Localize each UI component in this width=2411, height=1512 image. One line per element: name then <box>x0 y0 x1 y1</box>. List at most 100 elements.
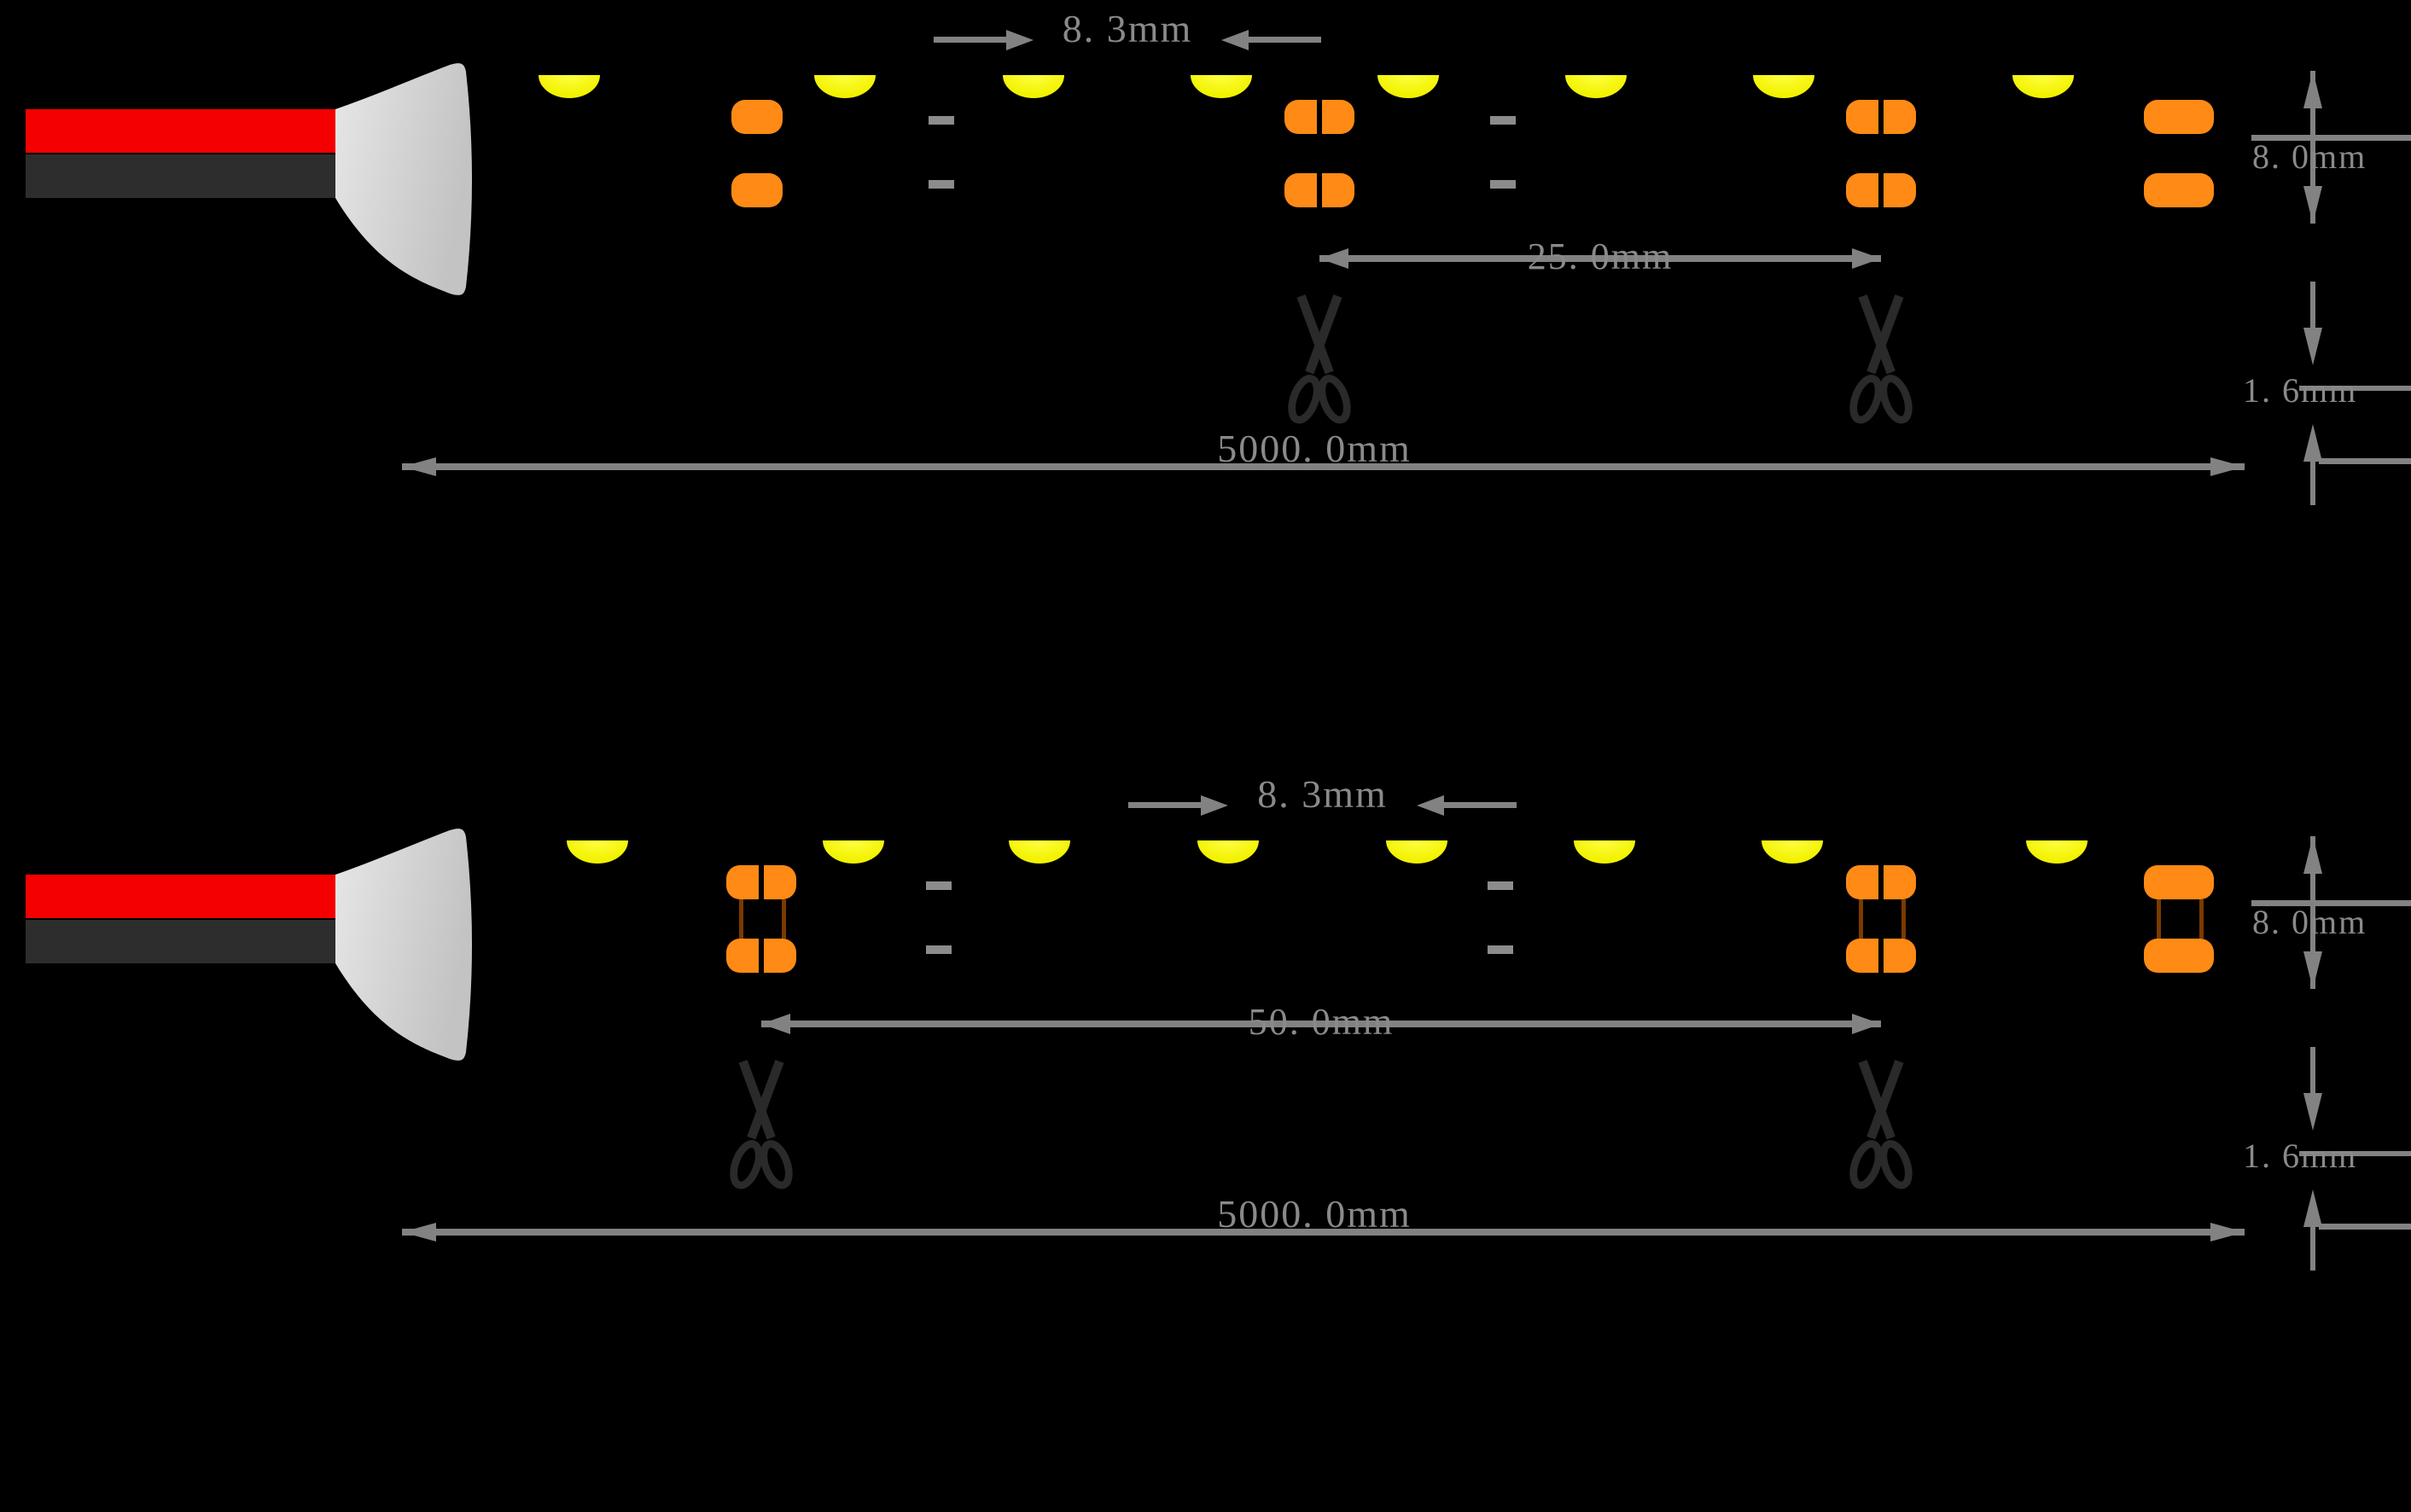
cut-unit-label: 50. 0mm <box>1248 1001 1395 1043</box>
arrowhead-down-icon <box>2303 186 2322 224</box>
arrowhead-up-icon <box>2303 424 2322 462</box>
led-chip <box>1574 840 1635 864</box>
wire-end-connector <box>335 825 479 1064</box>
led-chip <box>1386 840 1447 864</box>
led-strip-cut-25mm: 8. 3mm 25. 0mm 5000. 0mm 8. 0mm 1. 6mm <box>0 0 2411 747</box>
pad-link-trace <box>782 899 786 939</box>
resistor-mark <box>926 945 952 954</box>
led-chip <box>814 75 876 98</box>
resistor-mark <box>1490 180 1516 189</box>
power-wire-red <box>26 875 337 918</box>
arrowhead-left-icon <box>1221 29 1249 50</box>
pad-link-trace <box>1859 899 1863 939</box>
arrowhead-up-icon <box>2303 71 2322 108</box>
resistor-mark <box>926 881 952 890</box>
pad-link-trace <box>1901 899 1906 939</box>
arrowhead-left-icon <box>402 457 436 476</box>
power-wire-red <box>26 109 337 153</box>
pad-link-trace <box>739 899 743 939</box>
dimension-line <box>2310 1047 2315 1110</box>
arrowhead-left-icon <box>1319 248 1348 269</box>
solder-pad-end <box>2144 865 2214 899</box>
solder-pad-end <box>2144 939 2214 973</box>
cut-mark-line <box>1878 862 1884 976</box>
resistor-mark <box>929 180 954 189</box>
pcb-thickness-label: 1. 6mm <box>2243 1137 2358 1175</box>
led-chip <box>2026 840 2088 864</box>
arrowhead-right-icon <box>2210 1223 2245 1242</box>
resistor-mark <box>1488 945 1513 954</box>
total-length-label: 5000. 0mm <box>1217 427 1412 470</box>
dimension-line <box>761 1021 1881 1027</box>
dimension-line <box>402 463 2245 470</box>
arrowhead-right-icon <box>1201 794 1228 816</box>
dimension-line <box>2310 282 2315 345</box>
arrowhead-right-icon <box>1006 29 1034 50</box>
dimension-line <box>1444 802 1517 808</box>
solder-pad-power <box>731 100 783 134</box>
scissors-icon <box>728 1059 795 1194</box>
arrowhead-down-icon <box>2303 951 2322 989</box>
dimension-line <box>2310 445 2315 505</box>
dimension-line <box>1249 37 1321 43</box>
dimension-line <box>402 1229 2245 1236</box>
extension-line <box>2299 1151 2411 1156</box>
scissors-icon <box>1848 1059 1914 1194</box>
arrowhead-left-icon <box>402 1223 436 1242</box>
dimension-line <box>2310 71 2315 224</box>
extension-line <box>2319 458 2411 464</box>
cut-unit-label: 25. 0mm <box>1527 236 1674 277</box>
power-wire-black <box>26 154 337 198</box>
led-chip <box>1762 840 1823 864</box>
power-wire-black <box>26 920 337 963</box>
extension-line <box>2319 1224 2411 1230</box>
led-chip <box>1191 75 1252 98</box>
arrowhead-right-icon <box>2210 457 2245 476</box>
strip-width-label: 8. 0mm <box>2252 903 2367 941</box>
arrowhead-down-icon <box>2303 1093 2322 1131</box>
scissors-icon <box>1848 294 1914 428</box>
pad-link-trace <box>2157 899 2161 939</box>
led-chip <box>1753 75 1814 98</box>
strip-width-label: 8. 0mm <box>2252 137 2367 176</box>
led-pitch-label: 8. 3mm <box>1257 772 1388 816</box>
led-chip <box>2012 75 2074 98</box>
arrowhead-right-icon <box>1852 1014 1881 1034</box>
resistor-mark <box>1488 881 1513 890</box>
led-chip <box>1197 840 1259 864</box>
extension-line <box>2251 135 2411 141</box>
led-chip <box>823 840 884 864</box>
arrowhead-right-icon <box>1852 248 1881 269</box>
led-chip <box>567 840 628 864</box>
dimension-line <box>1319 255 1881 262</box>
led-pitch-label: 8. 3mm <box>1062 7 1193 50</box>
cut-mark-line <box>1878 96 1884 211</box>
solder-pad-end <box>2144 100 2214 134</box>
extension-line <box>2299 386 2411 391</box>
arrowhead-down-icon <box>2303 328 2322 365</box>
cut-mark-line <box>1317 96 1322 211</box>
led-chip <box>1003 75 1064 98</box>
cut-mark-line <box>759 862 764 976</box>
resistor-mark <box>1490 116 1516 125</box>
dimension-line <box>934 37 1006 43</box>
arrowhead-up-icon <box>2303 836 2322 874</box>
dimension-line <box>2310 1210 2315 1271</box>
pcb-thickness-label: 1. 6mm <box>2243 371 2358 410</box>
arrowhead-up-icon <box>2303 1189 2322 1227</box>
solder-pad-power <box>731 173 783 207</box>
dimension-line <box>2310 836 2315 989</box>
led-chip <box>1377 75 1439 98</box>
dimension-line <box>1128 802 1201 808</box>
led-chip <box>1565 75 1627 98</box>
wire-end-connector <box>335 60 479 299</box>
extension-line <box>2251 900 2411 906</box>
led-chip <box>539 75 600 98</box>
scissors-icon <box>1286 294 1353 428</box>
pad-link-trace <box>2199 899 2204 939</box>
arrowhead-left-icon <box>761 1014 790 1034</box>
resistor-mark <box>929 116 954 125</box>
led-chip <box>1009 840 1070 864</box>
